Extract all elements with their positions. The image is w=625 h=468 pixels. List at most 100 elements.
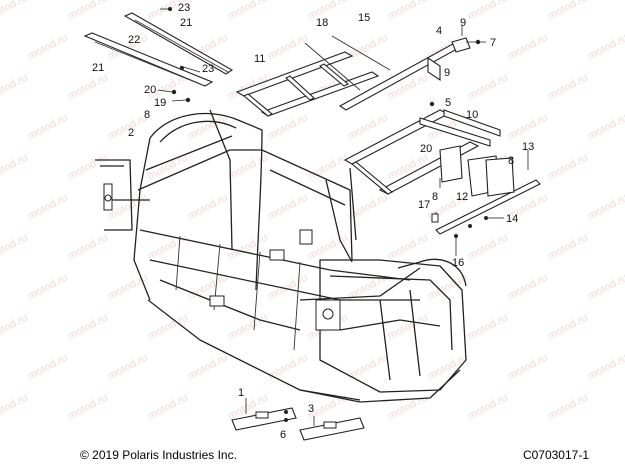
- watermark-text: motod.ru: [0, 0, 30, 23]
- watermark-text: motod.ru: [346, 352, 390, 383]
- watermark-text: motod.ru: [66, 72, 110, 103]
- watermark-text: motod.ru: [66, 312, 110, 343]
- watermark-text: motod.ru: [586, 272, 625, 303]
- watermark-text: motod.ru: [586, 112, 625, 143]
- watermark-text: motod.ru: [26, 192, 70, 223]
- watermark-text: motod.ru: [546, 392, 590, 423]
- watermark-text: motod.ru: [66, 0, 110, 23]
- watermark-text: motod.ru: [386, 232, 430, 263]
- part-cross-bars-21-22: [83, 7, 234, 87]
- callout-22: 22: [128, 34, 140, 46]
- callout-labels: 1 2 3 4 5 6 7 8 8 8 9 9 10 11 12 13 14 1…: [92, 2, 534, 441]
- callout-16: 16: [452, 257, 464, 269]
- watermark-text: motod.ru: [266, 352, 310, 383]
- watermark-text: motod.ru: [226, 312, 270, 343]
- watermark-text: motod.ru: [0, 152, 30, 183]
- callout-6: 6: [280, 429, 286, 441]
- watermark-text: motod.ru: [386, 392, 430, 423]
- watermark-text: motod.ru: [586, 192, 625, 223]
- watermark-text: motod.ru: [306, 152, 350, 183]
- watermark-text: motod.ru: [106, 352, 150, 383]
- watermark-text: motod.ru: [66, 392, 110, 423]
- callout-13: 13: [522, 141, 534, 153]
- callout-8a: 8: [144, 109, 150, 121]
- watermark-text: motod.ru: [186, 112, 230, 143]
- callout-12: 12: [456, 191, 468, 203]
- watermark-text: motod.ru: [506, 272, 550, 303]
- part-bracket-8-20: [439, 145, 463, 188]
- callout-2: 2: [128, 127, 134, 139]
- watermark-text: motod.ru: [26, 112, 70, 143]
- callout-21a: 21: [180, 17, 192, 29]
- callout-18: 18: [316, 17, 328, 29]
- watermark-text: motod.ru: [546, 232, 590, 263]
- part-rail-12-13-14: [435, 150, 541, 235]
- watermark-text: motod.ru: [0, 312, 30, 343]
- callout-21b: 21: [92, 62, 104, 74]
- watermark-text: motod.ru: [26, 352, 70, 383]
- callout-9b: 9: [444, 67, 450, 79]
- callout-20a: 20: [144, 84, 156, 96]
- callout-23b: 23: [202, 63, 214, 75]
- callout-17: 17: [418, 199, 430, 211]
- callout-8b: 8: [508, 155, 514, 167]
- part-pin-16: [454, 234, 458, 256]
- watermark-text: motod.ru: [266, 32, 310, 63]
- callout-14: 14: [506, 213, 518, 225]
- watermark-text: motod.ru: [546, 312, 590, 343]
- watermark-text: motod.ru: [506, 32, 550, 63]
- watermark-text: motod.ru: [466, 0, 510, 23]
- part-bar-4: [338, 26, 486, 111]
- watermark-text: motod.ru: [266, 272, 310, 303]
- watermark-text: motod.ru: [386, 0, 430, 23]
- callout-4: 4: [436, 25, 442, 37]
- watermark-text: motod.ru: [466, 312, 510, 343]
- part-bolts-6: [284, 410, 288, 422]
- watermark-text: motod.ru: [186, 352, 230, 383]
- callout-9a: 9: [460, 17, 466, 29]
- callout-15: 15: [358, 12, 370, 24]
- watermark-text: motod.ru: [0, 72, 30, 103]
- callout-5: 5: [445, 97, 451, 109]
- callout-10: 10: [466, 109, 478, 121]
- part-skid-1: [231, 398, 297, 431]
- watermark-text: motod.ru: [26, 32, 70, 63]
- callout-23a: 23: [178, 2, 190, 14]
- part-skid-3: [299, 416, 365, 441]
- copyright-text: © 2019 Polaris Industries Inc.: [80, 448, 237, 462]
- callout-7: 7: [490, 37, 496, 49]
- figure-code: C0703017-1: [522, 448, 589, 462]
- watermark-text: motod.ru: [106, 272, 150, 303]
- watermark-text: motod.ru: [386, 312, 430, 343]
- watermark-text: motod.ru: [226, 152, 270, 183]
- watermark-text: motod.ru: [466, 392, 510, 423]
- watermark-text: motod.ru: [26, 272, 70, 303]
- watermark-text: motod.ru: [546, 72, 590, 103]
- callout-20b: 20: [420, 143, 432, 155]
- watermark-text: motod.ru: [266, 112, 310, 143]
- watermark-text: motod.ru: [346, 112, 390, 143]
- part-rack-11: [235, 35, 391, 117]
- watermark-text: motod.ru: [0, 392, 30, 423]
- watermark-text: motod.ru: [506, 112, 550, 143]
- watermark-text: motod.ru: [426, 352, 470, 383]
- watermark-text: motod.ru: [506, 352, 550, 383]
- watermark-text: motod.ru: [466, 232, 510, 263]
- watermark-text: motod.ru: [0, 232, 30, 263]
- callout-19: 19: [154, 97, 166, 109]
- callout-11: 11: [254, 53, 265, 65]
- watermark-text: motod.ru: [186, 192, 230, 223]
- watermark-text: motod.ru: [586, 352, 625, 383]
- watermark-text: motod.ru: [66, 152, 110, 183]
- part-brackets-19-20: [157, 89, 191, 103]
- watermark-text: motod.ru: [586, 32, 625, 63]
- watermark-text: motod.ru: [466, 72, 510, 103]
- callout-8c: 8: [432, 191, 438, 203]
- part-bolt-17: [431, 212, 439, 223]
- watermark-text: motod.ru: [266, 192, 310, 223]
- watermark-text: motod.ru: [546, 0, 590, 23]
- watermark-text: motod.ru: [66, 232, 110, 263]
- callout-3: 3: [308, 403, 314, 415]
- watermark-text: motod.ru: [546, 152, 590, 183]
